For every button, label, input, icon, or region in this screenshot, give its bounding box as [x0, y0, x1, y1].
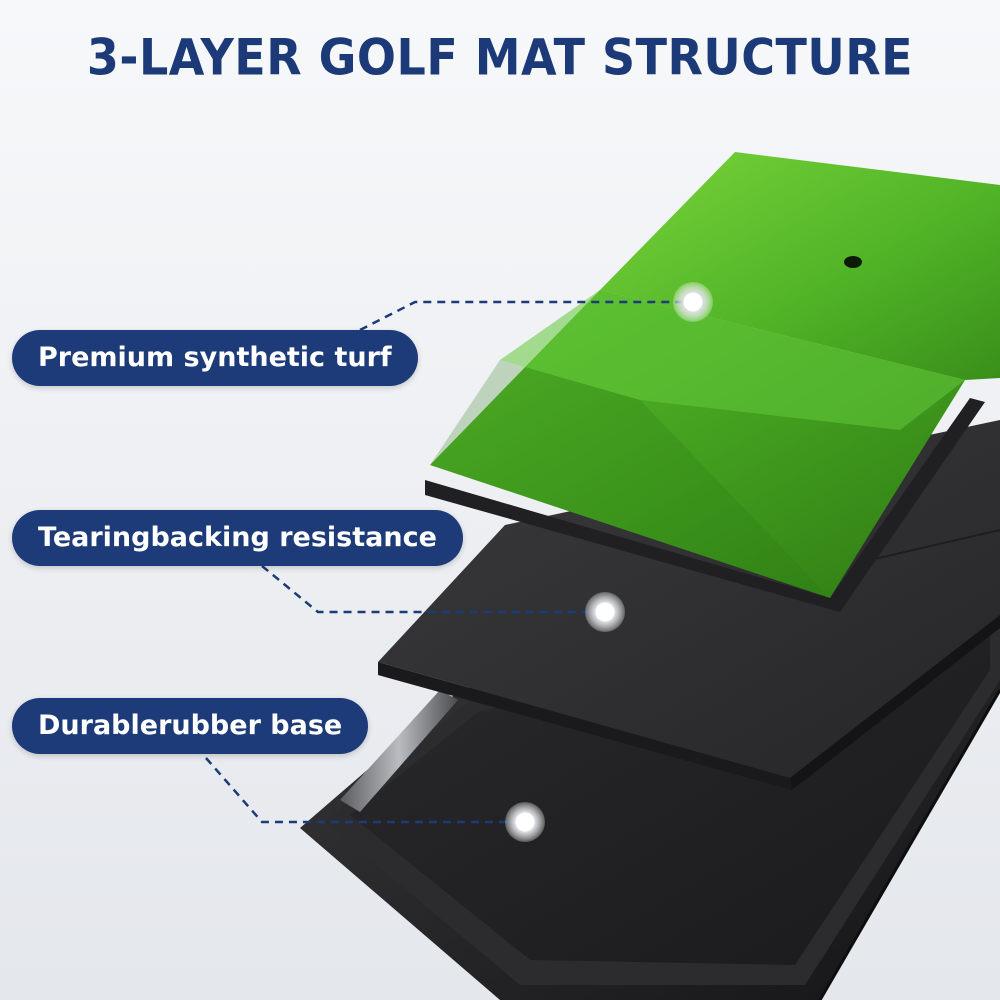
- tee-hole: [844, 256, 862, 268]
- base-marker-dot: [505, 802, 545, 842]
- base-rail: [340, 690, 458, 812]
- turf-connector-line: [359, 300, 693, 332]
- backing-connector-line: [261, 565, 605, 614]
- backing-marker-dot: [585, 592, 625, 632]
- backing-label: Tearingbacking resistance: [12, 510, 463, 566]
- turf-marker-dot: [673, 282, 713, 322]
- page-title: 3-LAYER GOLF MAT STRUCTURE: [86, 27, 914, 87]
- base-label: Durablerubber base: [12, 698, 369, 754]
- synthetic-turf-layer: [425, 152, 1000, 612]
- turf-label: Premium synthetic turf: [12, 330, 418, 386]
- base-connector-line: [205, 757, 525, 824]
